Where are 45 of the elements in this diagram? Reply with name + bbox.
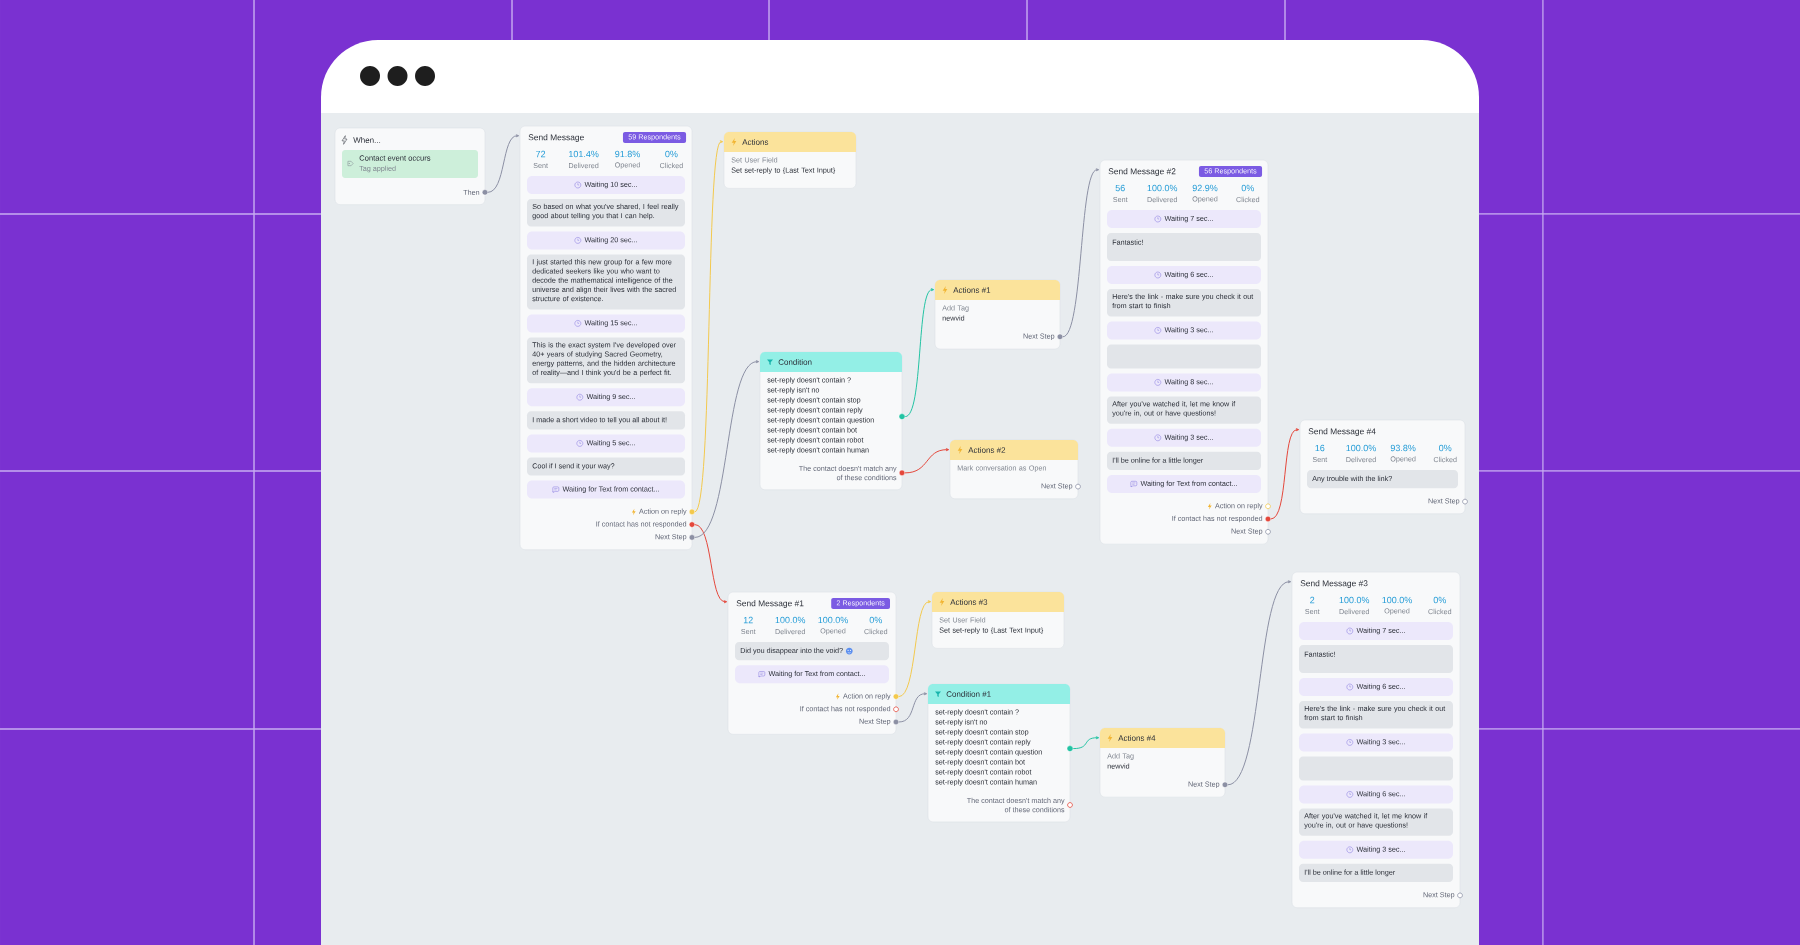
connector	[694, 360, 760, 538]
connector	[898, 692, 928, 723]
stat-value: 93.8%	[1390, 444, 1416, 452]
connector	[694, 524, 728, 604]
stat-value: 100.0%	[775, 616, 806, 624]
stat-value: 16	[1315, 444, 1325, 452]
stat-value: 100.0%	[1346, 444, 1376, 452]
stat-value: 0%	[1439, 444, 1452, 452]
stat-value: 100.0%	[1382, 596, 1412, 604]
stat-value: 0%	[869, 616, 882, 624]
card-title: Send Message #2	[1108, 168, 1176, 176]
stat-value: 12	[743, 616, 753, 624]
connector	[1270, 428, 1300, 520]
connector	[904, 288, 935, 418]
card-header: Condition #1	[928, 684, 1070, 704]
connector	[694, 140, 724, 513]
stat-value: 0%	[665, 150, 678, 158]
connector	[898, 600, 932, 698]
stat-value: 100.0%	[818, 616, 848, 624]
card-title: Send Message	[528, 134, 584, 142]
stat-value: 72	[536, 150, 546, 158]
card-title: Send Message #4	[1308, 428, 1376, 436]
connector	[1072, 736, 1100, 750]
connector	[904, 448, 950, 474]
stat-value: 91.8%	[615, 150, 640, 158]
stat-value: 100.0%	[1339, 596, 1370, 604]
stat-value: 101.4%	[569, 150, 599, 158]
connector	[487, 134, 520, 193]
stat-value: 0%	[1433, 596, 1446, 604]
card-title: When...	[353, 137, 381, 143]
stat-value: 92.9%	[1192, 184, 1218, 192]
card-title: Send Message #3	[1300, 580, 1368, 588]
card-header: Condition	[760, 352, 902, 372]
stat-value: 56	[1115, 184, 1125, 192]
stat-value: 0%	[1241, 184, 1254, 192]
stat-value: 2	[1310, 596, 1315, 604]
card-title: Send Message #1	[736, 600, 804, 608]
connector	[1227, 580, 1292, 786]
card-header: Actions #3	[932, 592, 1064, 612]
card-header: Actions #4	[1100, 728, 1225, 748]
card-header: Actions #1	[935, 280, 1060, 300]
card-header: Actions	[724, 132, 856, 152]
card-header: Actions #2	[950, 440, 1078, 460]
stat-value: 100.0%	[1147, 184, 1178, 192]
connector	[1062, 168, 1100, 338]
